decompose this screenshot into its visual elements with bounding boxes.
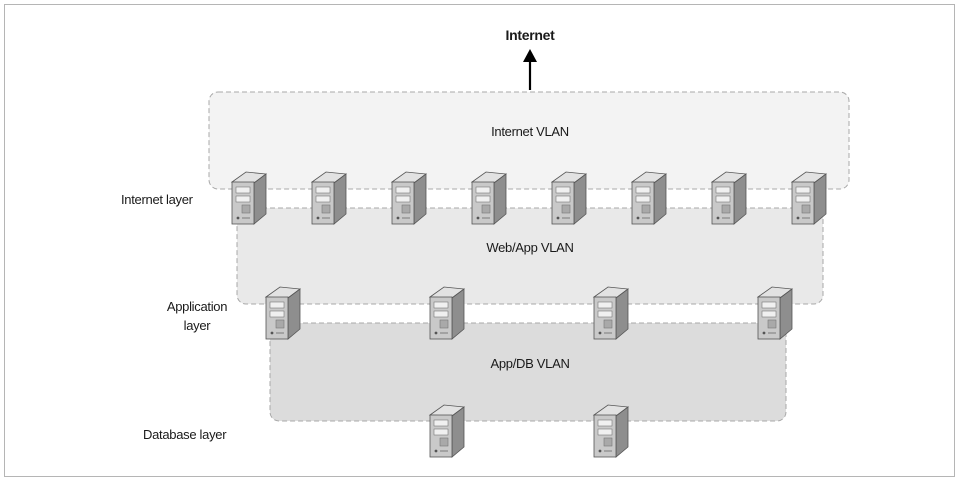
server-tower-icon — [230, 171, 268, 225]
server-tower-icon — [630, 171, 668, 225]
server-tower-icon — [592, 286, 630, 340]
arrowhead-icon — [523, 49, 537, 62]
server-tower-icon — [710, 171, 748, 225]
internet-vlan-box — [208, 91, 850, 190]
app-db-vlan-box — [269, 322, 787, 422]
server-tower-icon — [264, 286, 302, 340]
database-layer-servers — [428, 404, 630, 458]
app-db-vlan-label: App/DB VLAN — [490, 356, 570, 371]
server-tower-icon — [470, 171, 508, 225]
web-app-vlan-box — [236, 207, 824, 305]
server-tower-icon — [790, 171, 828, 225]
internet-layer-servers — [230, 171, 828, 225]
application-layer-servers — [264, 286, 794, 340]
application-layer-label-line2: layer — [183, 318, 211, 333]
server-tower-icon — [592, 404, 630, 458]
diagram-frame — [4, 4, 955, 477]
web-app-vlan-label: Web/App VLAN — [486, 240, 574, 255]
internet-label: Internet — [505, 27, 555, 43]
server-tower-icon — [390, 171, 428, 225]
internet-vlan-label: Internet VLAN — [491, 124, 569, 139]
server-tower-icon — [310, 171, 348, 225]
application-layer-label-line1: Application — [166, 299, 228, 314]
internet-layer-label: Internet layer — [121, 192, 193, 207]
server-tower-icon — [756, 286, 794, 340]
server-tower-icon — [550, 171, 588, 225]
database-layer-label: Database layer — [143, 427, 227, 442]
server-tower-icon — [428, 404, 466, 458]
server-tower-icon — [428, 286, 466, 340]
